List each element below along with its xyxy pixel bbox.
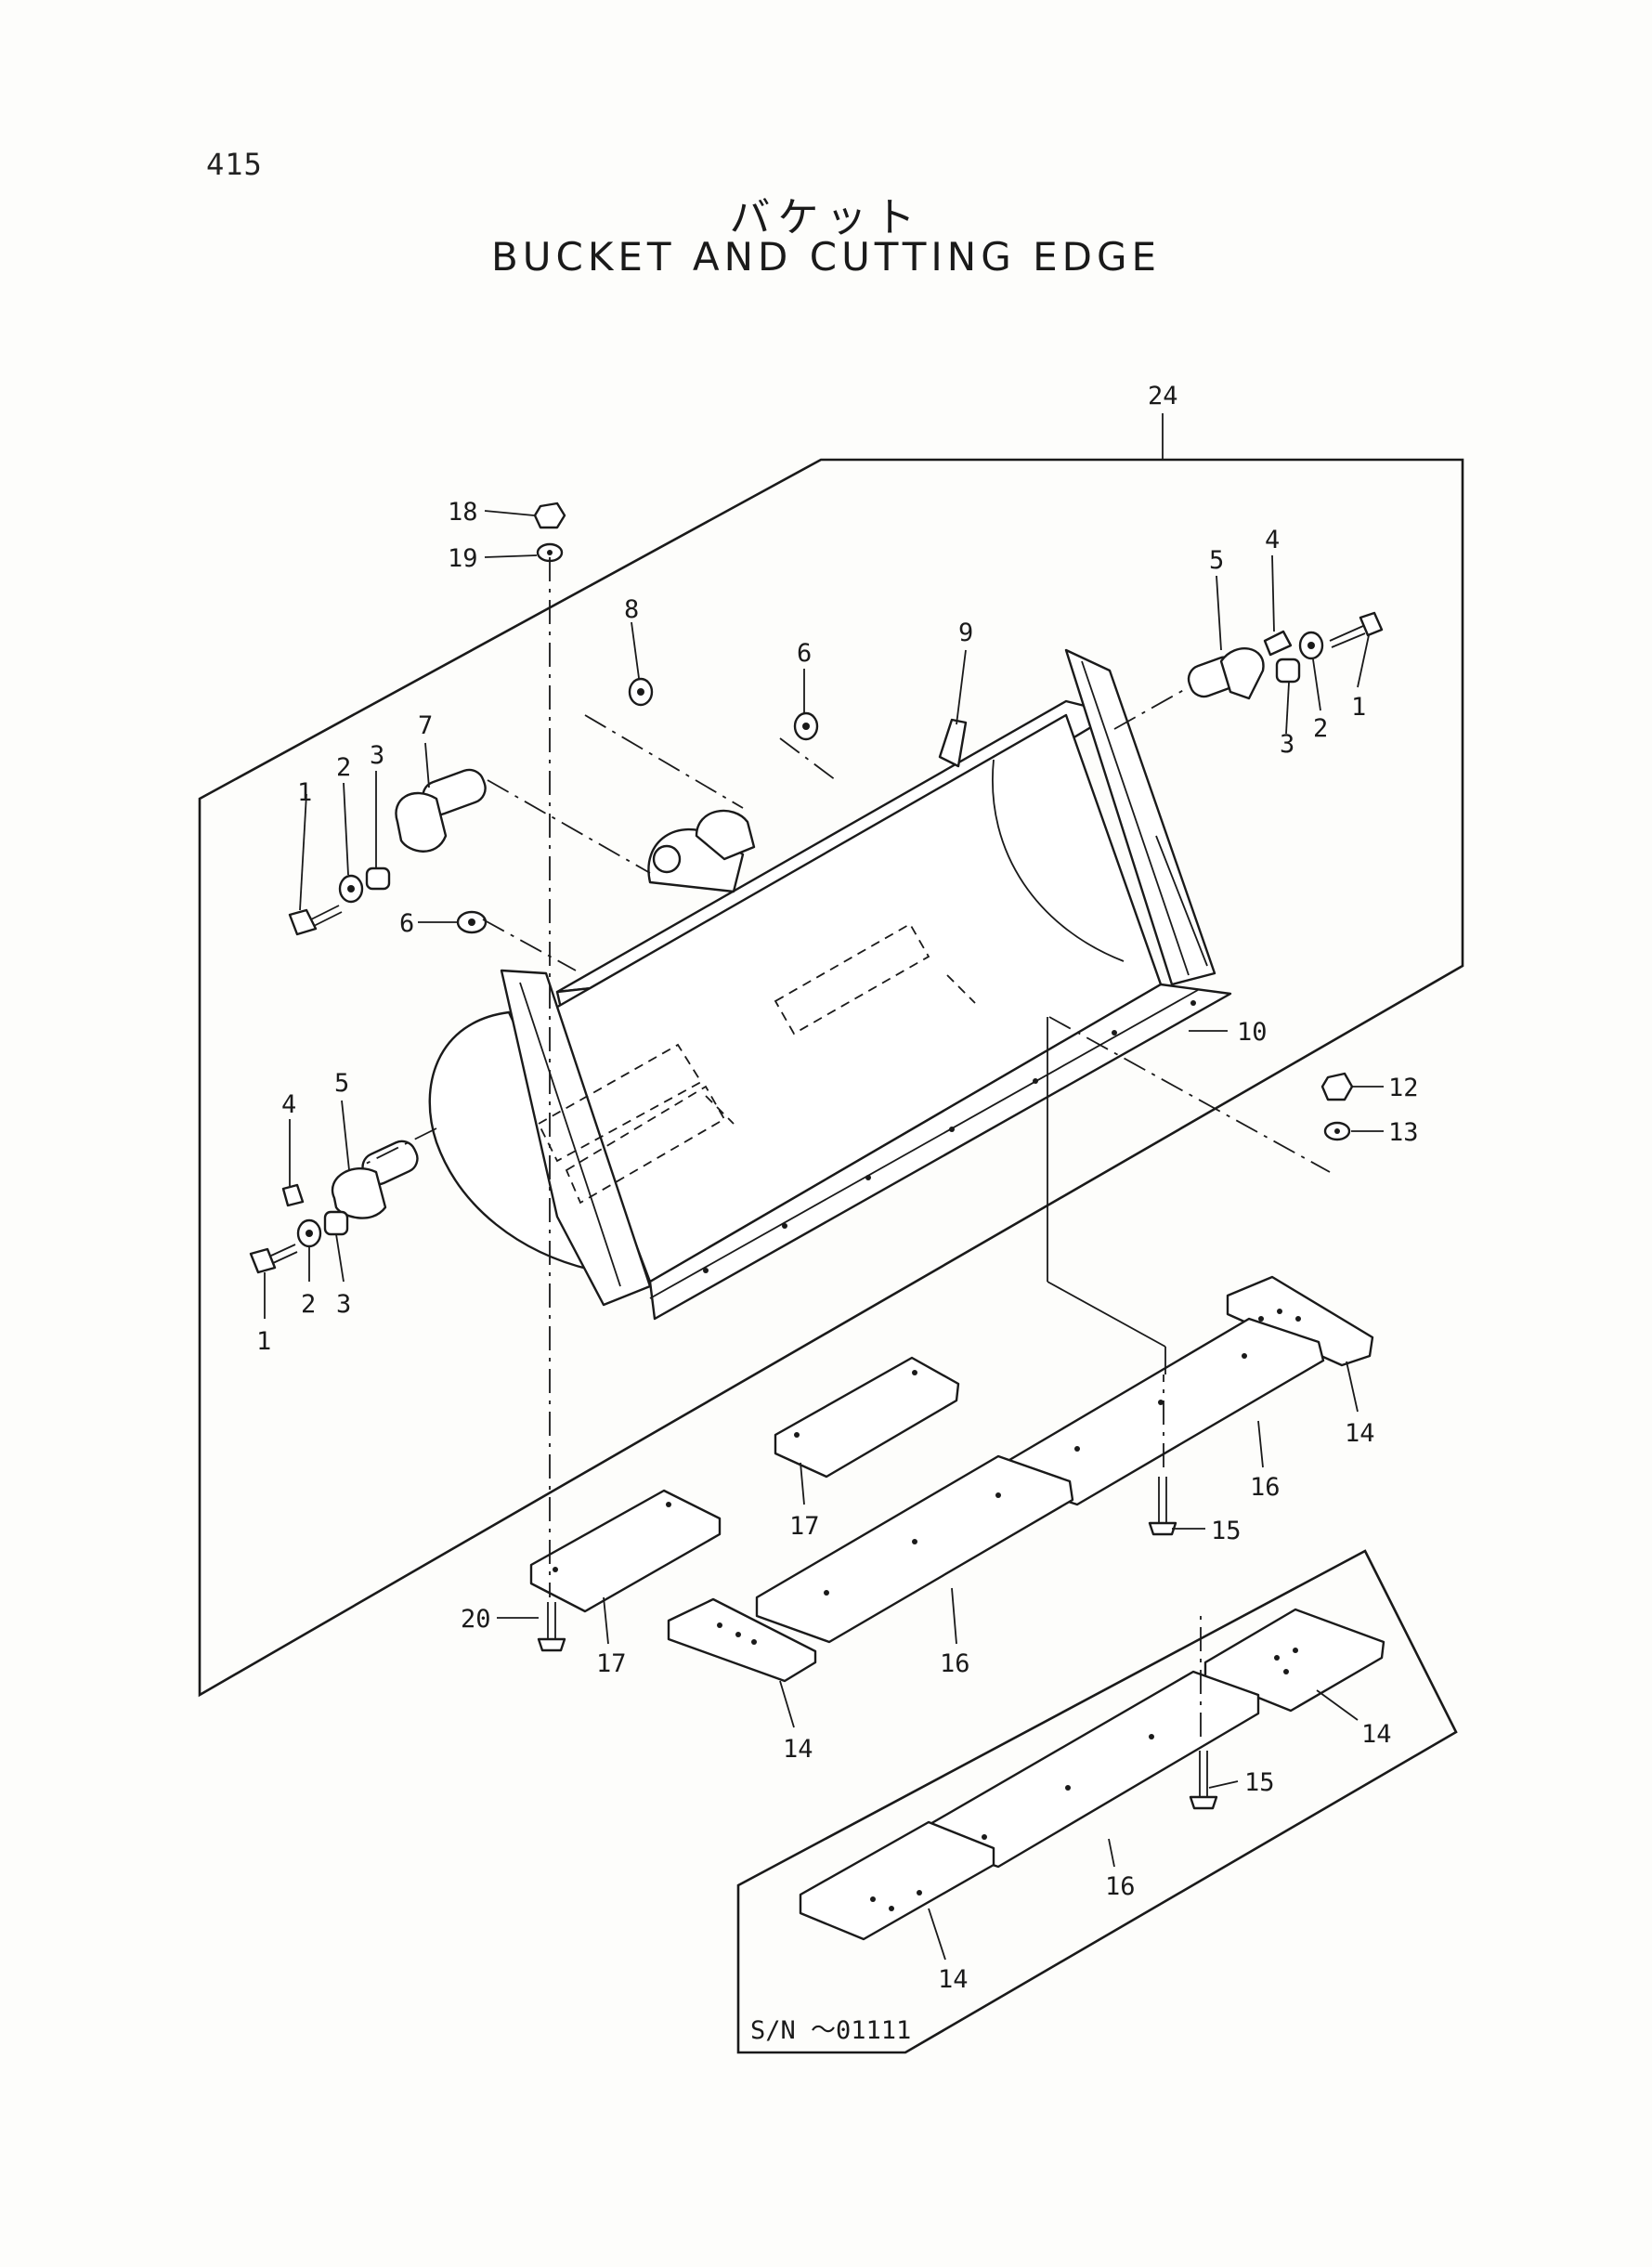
callout-2-right: 2 xyxy=(1313,714,1328,743)
page-number: 415 xyxy=(206,147,263,182)
right-side-plate xyxy=(1064,648,1216,986)
callout-4-right: 4 xyxy=(1265,526,1280,554)
callout-13: 13 xyxy=(1388,1118,1419,1147)
bolt-15-upper xyxy=(1148,1477,1177,1536)
callout-14-right: 14 xyxy=(1345,1419,1375,1448)
left-side-plate xyxy=(500,969,652,1307)
callout-1-right: 1 xyxy=(1351,693,1366,722)
callout-16-left: 16 xyxy=(940,1649,970,1678)
edge-segments-variant xyxy=(799,1608,1385,1941)
callout-1-left: 1 xyxy=(297,778,312,807)
callout-4-left: 4 xyxy=(281,1090,296,1119)
callout-15-upper: 15 xyxy=(1211,1517,1242,1545)
bucket-body xyxy=(428,648,1232,1321)
callout-2-lower: 2 xyxy=(301,1290,316,1319)
callout-14-variant-left: 14 xyxy=(938,1965,969,1994)
cutting-edge-plate-10 xyxy=(648,983,1232,1321)
left-lower-pin-group xyxy=(249,1140,419,1274)
callout-17-top: 17 xyxy=(789,1512,820,1541)
callout-20: 20 xyxy=(461,1605,491,1634)
bolt-20 xyxy=(537,1602,566,1652)
callout-10: 10 xyxy=(1237,1018,1268,1047)
callout-5-right: 5 xyxy=(1209,546,1224,575)
bolt-15-lower xyxy=(1189,1751,1218,1810)
callout-18: 18 xyxy=(448,498,478,527)
callout-3-right: 3 xyxy=(1280,730,1294,759)
callout-19: 19 xyxy=(448,544,478,573)
callout-7: 7 xyxy=(418,711,433,740)
callout-5-left: 5 xyxy=(334,1069,349,1098)
serial-note: S/N ～01111 xyxy=(750,2016,911,2045)
nut-12 xyxy=(1320,1072,1354,1101)
callout-16-variant: 16 xyxy=(1105,1872,1136,1901)
right-upper-pin-group xyxy=(628,611,1384,741)
callout-14-variant-right: 14 xyxy=(1361,1720,1392,1749)
callout-9: 9 xyxy=(958,619,973,647)
callout-6-top: 6 xyxy=(797,639,812,668)
top-lug-9 xyxy=(938,718,968,768)
assembly-frame-24 xyxy=(198,458,1464,1698)
callout-14-left: 14 xyxy=(783,1735,813,1764)
callout-12: 12 xyxy=(1388,1074,1419,1102)
callout-17-lower: 17 xyxy=(596,1649,627,1678)
title-english: BUCKET AND CUTTING EDGE xyxy=(490,234,1162,280)
callout-16-right: 16 xyxy=(1250,1473,1281,1502)
callout-3-left: 3 xyxy=(370,741,384,770)
callout-1-lower: 1 xyxy=(256,1327,271,1356)
title-japanese: バケット xyxy=(729,194,923,241)
serial-variant-frame xyxy=(736,1549,1458,2054)
callout-3-lower: 3 xyxy=(336,1290,351,1319)
callout-6-left: 6 xyxy=(399,909,414,938)
callout-15-lower: 15 xyxy=(1244,1768,1275,1797)
callout-2-left: 2 xyxy=(336,753,351,782)
callout-8: 8 xyxy=(624,595,639,624)
left-upper-pin-group xyxy=(288,768,488,936)
callout-24: 24 xyxy=(1148,382,1178,410)
nut-18 xyxy=(533,502,566,529)
